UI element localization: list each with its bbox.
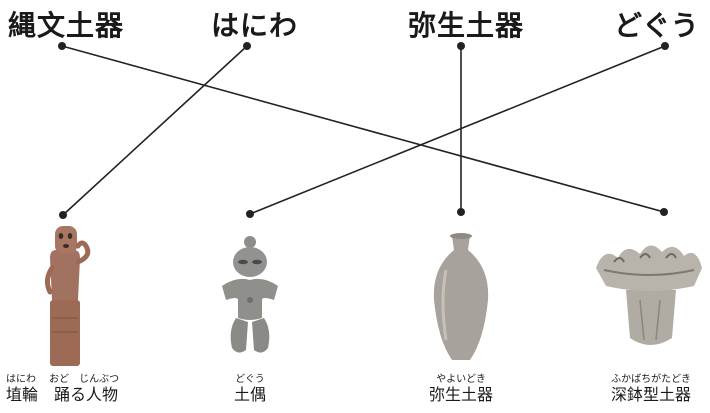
dot-artifact-jomon[interactable] <box>660 208 668 216</box>
caption-dogu-name: 土偶 <box>233 385 266 404</box>
link-haniwa-to-haniwa-figure <box>62 45 248 216</box>
caption-haniwa-name: 埴輪 踊る人物 <box>6 385 119 404</box>
dot-term-yayoi[interactable] <box>457 42 465 50</box>
link-dogu-to-dogu-figure <box>249 45 666 215</box>
link-jomon-to-deep-pot <box>61 45 665 213</box>
caption-jomon: ふかばちがたどき 深鉢型土器 <box>596 374 706 404</box>
caption-haniwa: はにわ おど じんぶつ 埴輪 踊る人物 <box>6 374 166 404</box>
caption-jomon-name: 深鉢型土器 <box>610 385 691 404</box>
dogu-figure-image <box>222 236 278 353</box>
caption-yayoi-name: 弥生土器 <box>428 385 493 404</box>
dot-artifact-dogu[interactable] <box>246 210 254 218</box>
jomon-pot-image <box>596 245 702 345</box>
dot-artifact-haniwa[interactable] <box>59 211 67 219</box>
term-haniwa[interactable]: はにわ <box>211 9 299 42</box>
caption-dogu-ruby: どぐう <box>235 374 265 385</box>
dot-term-haniwa[interactable] <box>243 42 251 50</box>
dot-artifact-yayoi[interactable] <box>457 208 465 216</box>
caption-jomon-ruby: ふかばちがたどき <box>611 374 691 385</box>
caption-yayoi-ruby: やよいどき <box>436 374 486 385</box>
haniwa-figure-image <box>44 226 91 366</box>
caption-haniwa-ruby: はにわ おど じんぶつ <box>6 374 120 385</box>
dot-term-dogu[interactable] <box>661 42 669 50</box>
caption-yayoi: やよいどき 弥生土器 <box>411 374 511 404</box>
yayoi-pot-image <box>433 233 489 360</box>
term-jomon[interactable]: 縄文土器 <box>8 9 125 42</box>
term-dogu[interactable]: どぐう <box>614 9 700 42</box>
term-yayoi[interactable]: 弥生土器 <box>408 9 525 42</box>
caption-dogu: どぐう 土偶 <box>222 374 278 404</box>
dot-term-jomon[interactable] <box>58 42 66 50</box>
